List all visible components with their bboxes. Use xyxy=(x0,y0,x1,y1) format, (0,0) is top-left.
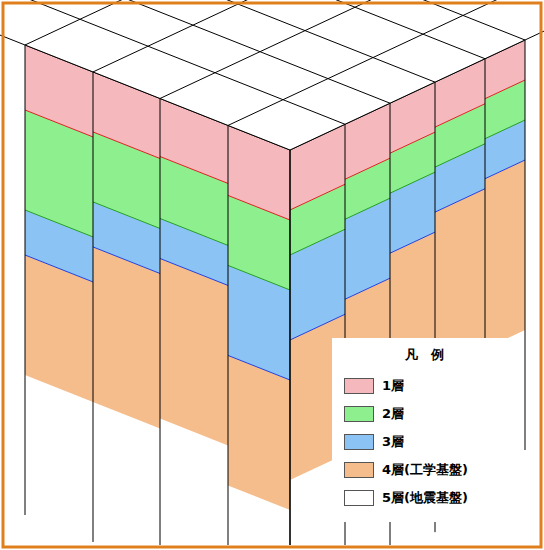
legend-row: 2層 xyxy=(344,400,504,428)
layer-boundary xyxy=(290,229,345,255)
grid-line xyxy=(207,0,525,40)
legend-label: 4層(工学基盤) xyxy=(382,461,468,479)
legend-label: 5層(地震基盤) xyxy=(382,489,468,507)
grid-line xyxy=(93,0,375,72)
legend-swatch xyxy=(344,490,374,506)
layer-boundary xyxy=(160,156,228,183)
layer-boundary xyxy=(435,189,485,212)
grid-line xyxy=(27,0,345,124)
layer-boundary xyxy=(435,144,485,167)
front-corner-edge xyxy=(289,150,290,545)
column-edge xyxy=(160,98,161,545)
layer-boundary xyxy=(228,265,290,290)
layer-boundary xyxy=(228,355,290,380)
image-frame xyxy=(3,3,541,547)
layer-face xyxy=(160,258,228,445)
layer-boundary xyxy=(160,218,228,245)
grid-line xyxy=(0,24,290,150)
grid-line xyxy=(72,0,390,103)
layer-boundary xyxy=(228,195,290,220)
layer-boundary xyxy=(290,184,345,210)
layer-boundary xyxy=(345,278,390,299)
grid-line xyxy=(167,0,485,59)
grid-line xyxy=(290,18,544,150)
layer-boundary xyxy=(93,202,160,229)
layer-boundary xyxy=(390,172,435,193)
grid-line xyxy=(117,0,435,82)
layer-boundary xyxy=(25,210,93,237)
grid-line xyxy=(228,0,510,125)
column-edge xyxy=(525,40,526,450)
column-edge xyxy=(290,150,291,545)
legend-row: 1層 xyxy=(344,372,504,400)
layer-boundary xyxy=(390,232,435,253)
layer-face xyxy=(25,255,93,402)
layer-boundary xyxy=(435,104,485,127)
legend-swatch xyxy=(344,406,374,422)
legend-label: 2層 xyxy=(382,405,404,423)
column-edge xyxy=(228,125,229,545)
layer-boundary xyxy=(290,314,345,340)
legend-label: 3層 xyxy=(382,433,404,451)
column-edge xyxy=(93,72,94,542)
layer-boundary xyxy=(25,110,93,137)
layer-boundary xyxy=(93,132,160,159)
legend-row: 3層 xyxy=(344,428,504,456)
top-face-grid xyxy=(0,0,544,150)
layer-boundary xyxy=(485,120,525,139)
legend-label: 1層 xyxy=(382,377,404,395)
layer-face xyxy=(93,247,160,429)
layer-face xyxy=(228,355,290,510)
legend-swatch xyxy=(344,462,374,478)
legend-row: 4層(工学基盤) xyxy=(344,456,504,484)
legend-row: 5層(地震基盤) xyxy=(344,484,504,512)
column-edge xyxy=(25,45,26,515)
grid-line xyxy=(160,0,442,98)
layer-boundary xyxy=(345,198,390,219)
legend-swatch xyxy=(344,434,374,450)
legend-title: 凡 例 xyxy=(344,346,504,364)
layer-boundary xyxy=(93,247,160,274)
layer-face xyxy=(485,160,525,349)
legend-box: 凡 例 1層 2層 3層 4層(工学基盤) 5層(地震基盤) xyxy=(332,338,518,522)
layer-boundary xyxy=(25,255,93,282)
layer-boundary xyxy=(160,258,228,285)
layer-boundary xyxy=(390,132,435,153)
legend-swatch xyxy=(344,378,374,394)
layer-boundary xyxy=(345,158,390,179)
layer-boundary xyxy=(485,80,525,99)
layer-boundary xyxy=(485,160,525,179)
